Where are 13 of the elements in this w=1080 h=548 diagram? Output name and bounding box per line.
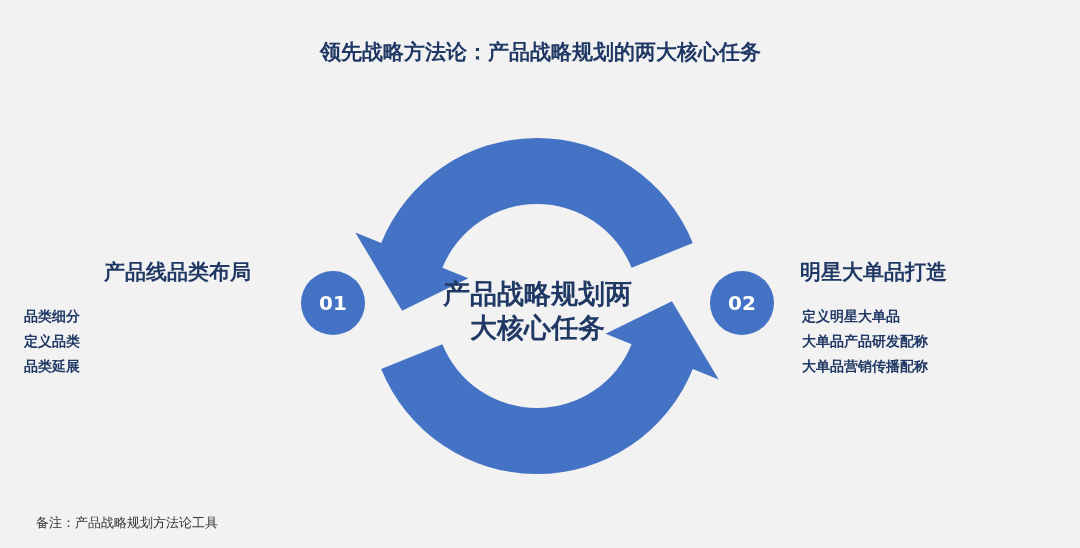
list-item: 定义品类	[24, 332, 80, 351]
section-heading: 明星大单品打造	[800, 259, 947, 286]
list-item: 品类细分	[24, 307, 80, 326]
number-circle: 01	[301, 271, 365, 335]
number-circle: 02	[710, 271, 774, 335]
list-item: 大单品营销传播配称	[802, 357, 928, 376]
section-heading: 产品线品类布局	[104, 259, 251, 286]
list-item: 品类延展	[24, 357, 80, 376]
title: 领先战略方法论：产品战略规划的两大核心任务	[318, 39, 762, 66]
footnote: 备注：产品战略规划方法论工具	[36, 514, 218, 532]
center-text: 产品战略规划两大核心任务	[442, 277, 632, 345]
list-item: 大单品产品研发配称	[802, 332, 928, 351]
list-item: 定义明星大单品	[802, 307, 900, 326]
